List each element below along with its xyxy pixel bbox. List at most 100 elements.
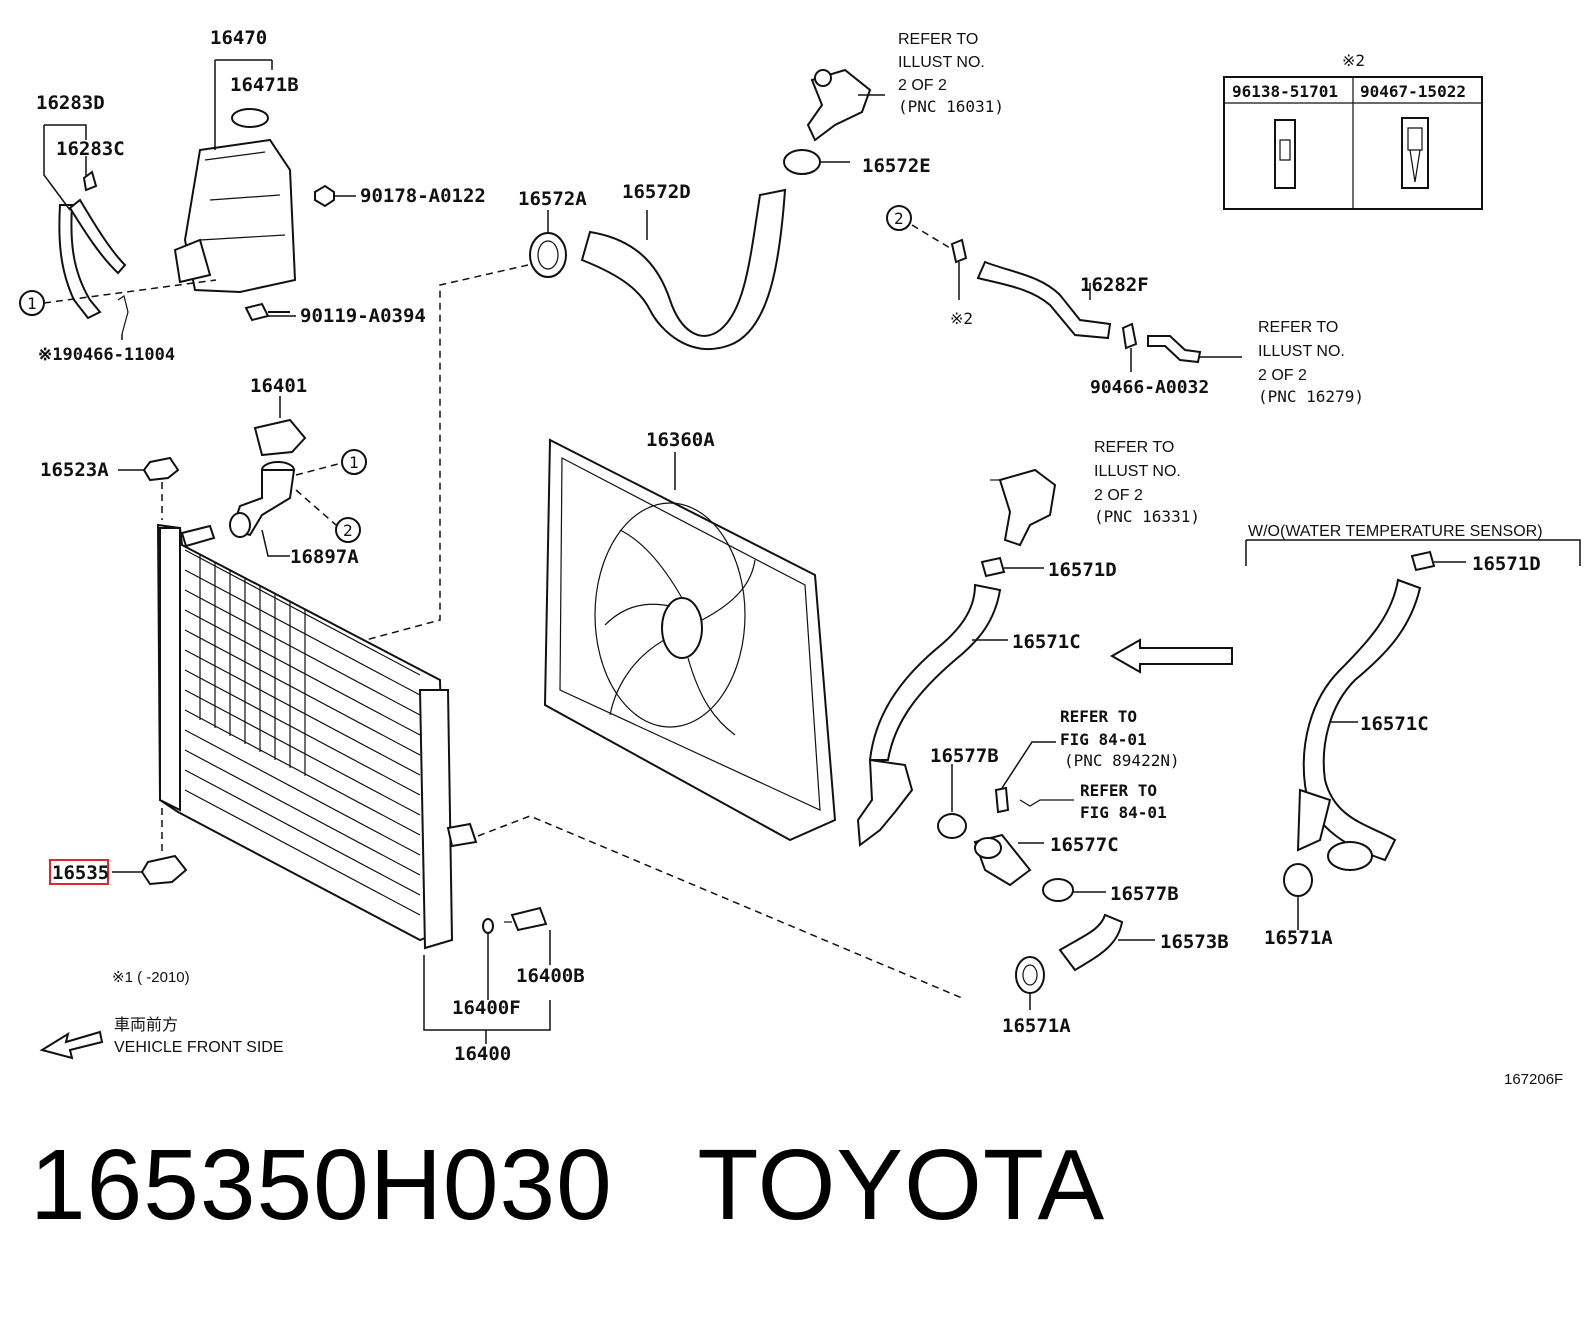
refer-note-16031: REFER TO ILLUST NO. 2 OF 2 (PNC 16031) xyxy=(898,31,1004,116)
bypass-pipe-16279 xyxy=(1147,335,1202,364)
bolt-90119 xyxy=(244,302,290,322)
connector-16577C xyxy=(973,833,1032,887)
label-16571A-variant: 16571A xyxy=(1264,927,1333,949)
label-16535: 16535 xyxy=(52,862,109,884)
label-16572A: 16572A xyxy=(518,188,587,210)
svg-text:FIG 84-01: FIG 84-01 xyxy=(1080,803,1167,822)
label-16282F: 16282F xyxy=(1080,274,1149,296)
label-16400: 16400 xyxy=(454,1043,511,1065)
clamp-16577B-upper xyxy=(937,813,967,839)
label-16577B-lower: 16577B xyxy=(1110,883,1179,905)
circle-2-top-text: 2 xyxy=(894,209,904,228)
vehicle-front-jp: 車両前方 xyxy=(114,1016,178,1034)
wo-sensor-note: W/O(WATER TEMPERATURE SENSOR) xyxy=(1248,523,1543,540)
reference-circle-2-neck xyxy=(335,517,361,543)
clamp-16572E xyxy=(783,149,821,175)
clip-reference-table xyxy=(1223,76,1483,210)
label-16283D: 16283D xyxy=(36,92,105,114)
svg-text:(PNC 16031): (PNC 16031) xyxy=(898,97,1004,116)
label-16577C: 16577C xyxy=(1050,834,1119,856)
note-mark-1: ※1 ( -2010) xyxy=(112,969,190,986)
table-col1-part: 96138-51701 xyxy=(1232,82,1338,101)
svg-text:REFER TO: REFER TO xyxy=(1258,319,1338,336)
svg-text:REFER TO: REFER TO xyxy=(1080,781,1157,800)
label-16400F: 16400F xyxy=(452,997,521,1019)
label-16283C: 16283C xyxy=(56,138,125,160)
svg-text:2 OF 2: 2 OF 2 xyxy=(898,77,947,94)
reference-circle-1-neck xyxy=(341,449,367,475)
label-16573B: 16573B xyxy=(1160,931,1229,953)
reservoir-tank-16470 xyxy=(173,108,297,294)
clamp-16571A-lower xyxy=(1015,956,1045,994)
clamp-16571A-variant xyxy=(1283,863,1313,897)
refer-note-89422N: REFER TO FIG 84-01 (PNC 89422N) xyxy=(1060,707,1180,770)
svg-text:2 OF 2: 2 OF 2 xyxy=(1258,367,1307,384)
reference-circle-1-top xyxy=(19,290,45,316)
clip-16571D xyxy=(980,556,1006,578)
radiator-hose-16572D xyxy=(580,188,787,351)
label-16571C-variant: 16571C xyxy=(1360,713,1429,735)
label-16577B-upper: 16577B xyxy=(930,745,999,767)
caption-brand: TOYOTA xyxy=(697,1129,1106,1241)
sensor-89422N xyxy=(994,786,1010,814)
drain-plug-16400B xyxy=(504,906,548,932)
svg-text:2 OF 2: 2 OF 2 xyxy=(1094,487,1143,504)
caption-part-number: 165350H030 xyxy=(30,1129,613,1241)
radiator-16400 xyxy=(156,523,478,950)
radiator-hose-16571C xyxy=(856,583,1002,847)
svg-text:(PNC 16331): (PNC 16331) xyxy=(1094,507,1200,526)
clip-96138 xyxy=(950,238,968,264)
fan-shroud-16360A xyxy=(543,438,837,842)
highlight-box-16535 xyxy=(49,859,109,885)
table-mark: ※2 xyxy=(1342,51,1365,70)
label-16360A: 16360A xyxy=(646,429,715,451)
radiator-hose-16571C-variant xyxy=(1296,578,1422,871)
svg-text:FIG 84-01: FIG 84-01 xyxy=(1060,730,1147,749)
clamp-90466-A0032 xyxy=(1121,322,1138,350)
hose-16573B xyxy=(1058,913,1124,972)
reference-circle-2-top xyxy=(886,205,912,231)
clip-16283C xyxy=(82,170,98,192)
svg-text:ILLUST NO.: ILLUST NO. xyxy=(898,54,985,71)
label-90466-A0032: 90466-A0032 xyxy=(1090,377,1209,398)
circle-1-neck-text: 1 xyxy=(349,453,359,472)
svg-text:REFER TO: REFER TO xyxy=(898,31,978,48)
caption-title: 165350H030 TOYOTA xyxy=(30,1128,1105,1243)
filler-neck-16897A xyxy=(229,461,296,538)
svg-text:REFER TO: REFER TO xyxy=(1094,439,1174,456)
label-16572E: 16572E xyxy=(862,155,931,177)
label-16470: 16470 xyxy=(210,27,267,49)
water-inlet-16331 xyxy=(990,468,1057,547)
hose-clamp-16572A xyxy=(529,232,567,278)
nut-90178 xyxy=(314,184,335,208)
clamp-16577B-lower xyxy=(1042,878,1074,902)
label-90119-A0394: 90119-A0394 xyxy=(300,305,426,327)
clip-90466-11004 xyxy=(117,295,129,335)
circle-2-neck-text: 2 xyxy=(343,521,353,540)
clip-16571D-variant xyxy=(1410,550,1436,572)
o-ring-16400F xyxy=(482,918,494,934)
reservoir-hose-16283D xyxy=(58,198,127,320)
table-col2-part: 90467-15022 xyxy=(1360,82,1466,101)
label-16401: 16401 xyxy=(250,375,307,397)
label-16571C-main: 16571C xyxy=(1012,631,1081,653)
label-16572D: 16572D xyxy=(622,181,691,203)
label-16471B: 16471B xyxy=(230,74,299,96)
hose-16282F xyxy=(976,260,1112,340)
svg-text:REFER TO: REFER TO xyxy=(1060,707,1137,726)
label-16897A: 16897A xyxy=(290,546,359,568)
label-mark-2: ※2 xyxy=(950,309,973,328)
refer-note-16331: REFER TO ILLUST NO. 2 OF 2 (PNC 16331) xyxy=(1094,439,1200,526)
label-16523A: 16523A xyxy=(40,459,109,481)
label-90466-11004: ※190466-11004 xyxy=(38,345,175,365)
label-16571A-main: 16571A xyxy=(1002,1015,1071,1037)
vehicle-front-arrow xyxy=(39,1030,104,1060)
mount-cushion-16535 xyxy=(140,854,188,886)
svg-text:ILLUST NO.: ILLUST NO. xyxy=(1094,463,1181,480)
svg-text:ILLUST NO.: ILLUST NO. xyxy=(1258,343,1345,360)
label-16571D-variant: 16571D xyxy=(1472,553,1541,575)
circle-1-top-text: 1 xyxy=(27,294,37,313)
label-16571D-main: 16571D xyxy=(1048,559,1117,581)
mount-cushion-16523A xyxy=(142,456,180,482)
